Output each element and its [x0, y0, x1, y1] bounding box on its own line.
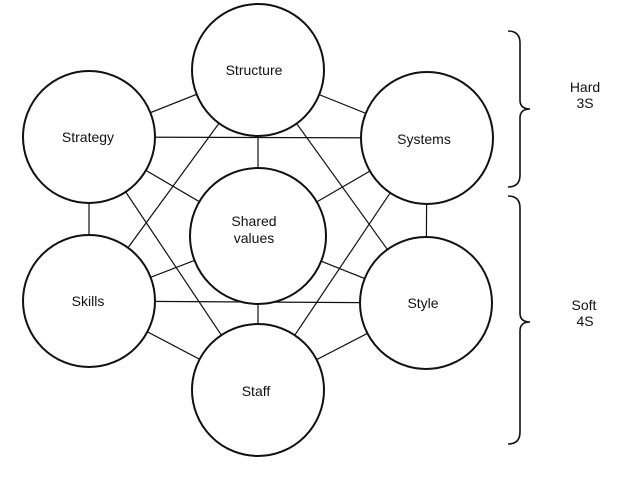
node-staff-circle — [191, 323, 325, 457]
hard-group-label-line2: 3S — [576, 95, 593, 111]
soft-brace — [507, 195, 531, 445]
node-structure-circle — [191, 3, 325, 137]
node-style-circle — [359, 236, 493, 370]
node-style-label: Style — [407, 295, 438, 311]
node-systems: Systems — [360, 71, 494, 205]
node-shared-values: Shared values — [189, 167, 327, 305]
node-staff-label: Staff — [242, 383, 271, 399]
soft-group-label-line1: Soft — [572, 297, 597, 313]
node-structure: Structure — [191, 3, 325, 137]
node-strategy-circle — [22, 70, 156, 204]
node-strategy-label: Strategy — [62, 129, 114, 145]
node-strategy: Strategy — [22, 70, 156, 204]
node-style: Style — [359, 236, 493, 370]
node-shared-values-circle — [189, 167, 327, 305]
soft-group-label-line2: 4S — [576, 313, 593, 329]
hard-brace — [507, 30, 531, 188]
node-skills-circle — [22, 234, 156, 368]
node-shared-values-label-line1: Shared — [231, 213, 276, 229]
node-systems-circle — [360, 71, 494, 205]
node-structure-label: Structure — [226, 62, 283, 78]
node-skills-label: Skills — [72, 293, 105, 309]
node-shared-values-label-line2: values — [234, 230, 274, 246]
node-systems-label: Systems — [397, 131, 451, 147]
node-skills: Skills — [22, 234, 156, 368]
hard-group-label-line1: Hard — [570, 79, 600, 95]
node-staff: Staff — [191, 323, 325, 457]
